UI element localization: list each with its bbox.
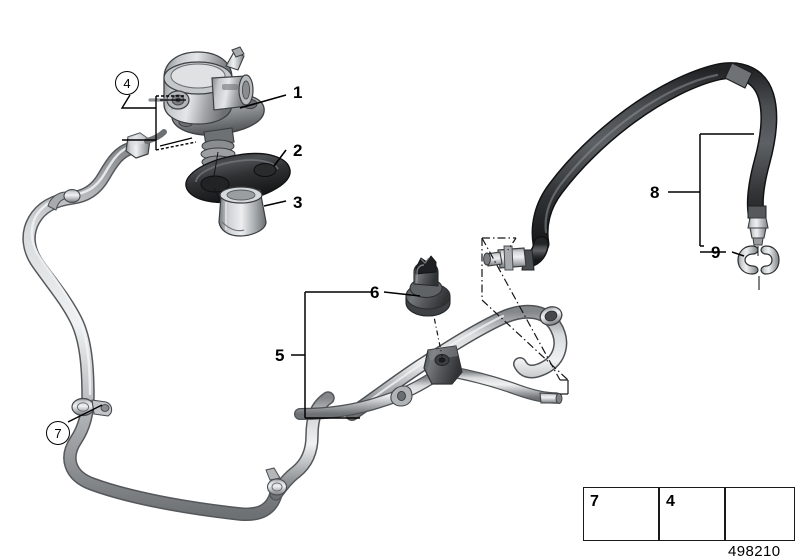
legend-number-4: 4 [666,493,675,510]
legend-number-7: 7 [590,493,599,510]
rail-mounting-eyelet [390,385,413,407]
hose-retaining-clip-art [737,245,780,290]
fuel-feed-hose-art [483,62,778,271]
fuel-line-union-nut [125,129,167,159]
rail-open-end [539,306,563,326]
pump-gasket-seal-art [185,151,291,204]
leader-lines-pump [239,94,287,207]
callout-label-4: 4 [115,71,139,95]
callout-label-5: 5 [275,346,285,365]
callout-label-2: 2 [293,141,303,160]
callout-label-3: 3 [293,193,303,212]
diagram-id-label: 498210 [728,543,781,560]
fuel-line-clamp-lower [265,467,288,496]
legend-box-7 [583,487,659,541]
rail-spigot-end [539,392,563,404]
callout-label-9: 9 [711,243,721,262]
callout-label-6: 6 [370,283,380,302]
fuel-pressure-sensor-art [405,255,451,357]
leader-lines-hose [668,133,754,257]
fuel-line-bracket-tab [47,188,81,211]
callout-label-1: 1 [293,83,303,102]
legend-box-4 [659,487,725,541]
assembly-dashdot-lines [481,237,569,395]
hose-left-elbow [483,236,549,271]
legend-box-arrow [725,487,795,541]
callout-label-8: 8 [650,183,660,202]
pump-spacer-bushing-art [213,186,267,237]
leader-lines-bolt4 [120,94,197,151]
hose-collar-upper [724,62,753,89]
fuel-rail-assembly-art [22,129,568,522]
rail-sensor-boss [423,345,463,385]
hose-quick-connect [747,205,769,256]
leader-line-clamp7 [67,404,103,423]
leader-lines-rail [291,291,421,419]
callout-label-7: 7 [46,421,70,445]
